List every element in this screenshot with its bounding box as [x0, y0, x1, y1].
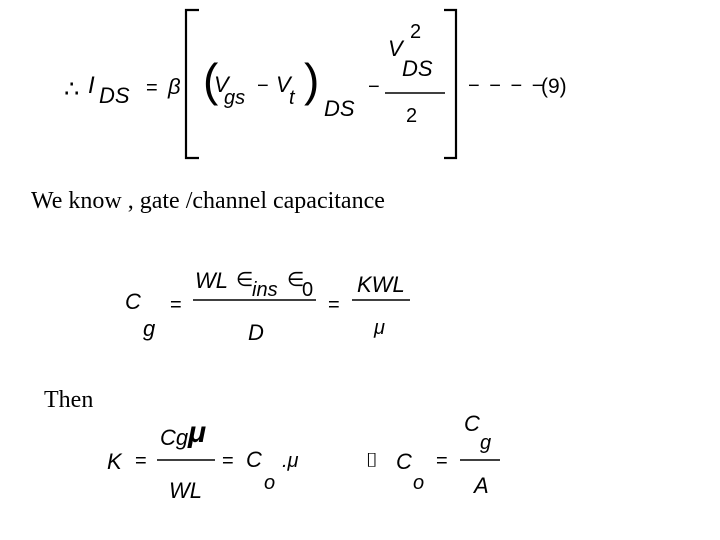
therefore-symbol: ∴ [64, 76, 80, 103]
co-symbol: C [246, 447, 262, 472]
equals-sign: = [146, 77, 158, 99]
equals-sign-2: = [328, 294, 340, 316]
zero-subscript: 0 [302, 279, 314, 301]
beta-symbol: β [168, 74, 181, 99]
denominator-wl: WL [169, 478, 202, 503]
vds-subscript: DS [402, 56, 433, 81]
body-text-capacitance: We know , gate /channel capacitance [31, 188, 385, 214]
current-subscript: DS [99, 83, 130, 108]
rhs-numerator-subscript: g [480, 432, 492, 454]
dashes: − − − − [468, 75, 546, 97]
rhs-numerator-c: C [464, 411, 480, 436]
ins-subscript: ins [252, 279, 278, 301]
body-text-then: Then [44, 387, 94, 413]
vgs-subscript: gs [224, 87, 246, 109]
equals-sign-3: = [436, 450, 448, 472]
equals-sign: = [170, 294, 182, 316]
epsilon-1: ∈ [236, 269, 254, 291]
cg-subscript: g [143, 316, 156, 341]
numerator-cg: Cg [160, 425, 189, 450]
co-subscript-2: o [413, 472, 425, 494]
right-bracket [444, 8, 458, 160]
dot-mu: .μ [282, 450, 299, 472]
minus-sign-2: − [368, 76, 380, 98]
left-paren: ( [203, 54, 219, 106]
vds-exponent: 2 [410, 21, 422, 43]
k-symbol: K [107, 449, 122, 474]
numerator-mu: μ [188, 416, 207, 449]
vt-subscript: t [289, 87, 295, 109]
right-paren: ) [304, 54, 320, 106]
vt-symbol: V [276, 72, 291, 97]
placeholder-glyph: ⌷ [366, 450, 378, 472]
vgs-symbol: V [214, 72, 229, 97]
current-symbol: I [88, 72, 95, 99]
fraction-denominator: 2 [406, 105, 418, 127]
equation-number: (9) [541, 75, 567, 98]
cg-symbol: C [125, 289, 141, 314]
vds-symbol: V [388, 36, 403, 61]
co-symbol-2: C [396, 449, 412, 474]
co-subscript: o [264, 472, 276, 494]
paren-subscript: DS [324, 96, 355, 121]
denominator-mu: μ [374, 317, 385, 339]
denominator-d: D [248, 320, 264, 345]
epsilon-2: ∈ [287, 269, 305, 291]
numerator-wl: WL [195, 268, 228, 293]
rhs-denominator-a: A [474, 473, 489, 498]
equals-sign: = [135, 450, 147, 472]
numerator-kwl: KWL [357, 272, 405, 297]
minus-sign: − [257, 75, 269, 97]
equals-sign-2: = [222, 450, 234, 472]
left-bracket [184, 8, 199, 160]
